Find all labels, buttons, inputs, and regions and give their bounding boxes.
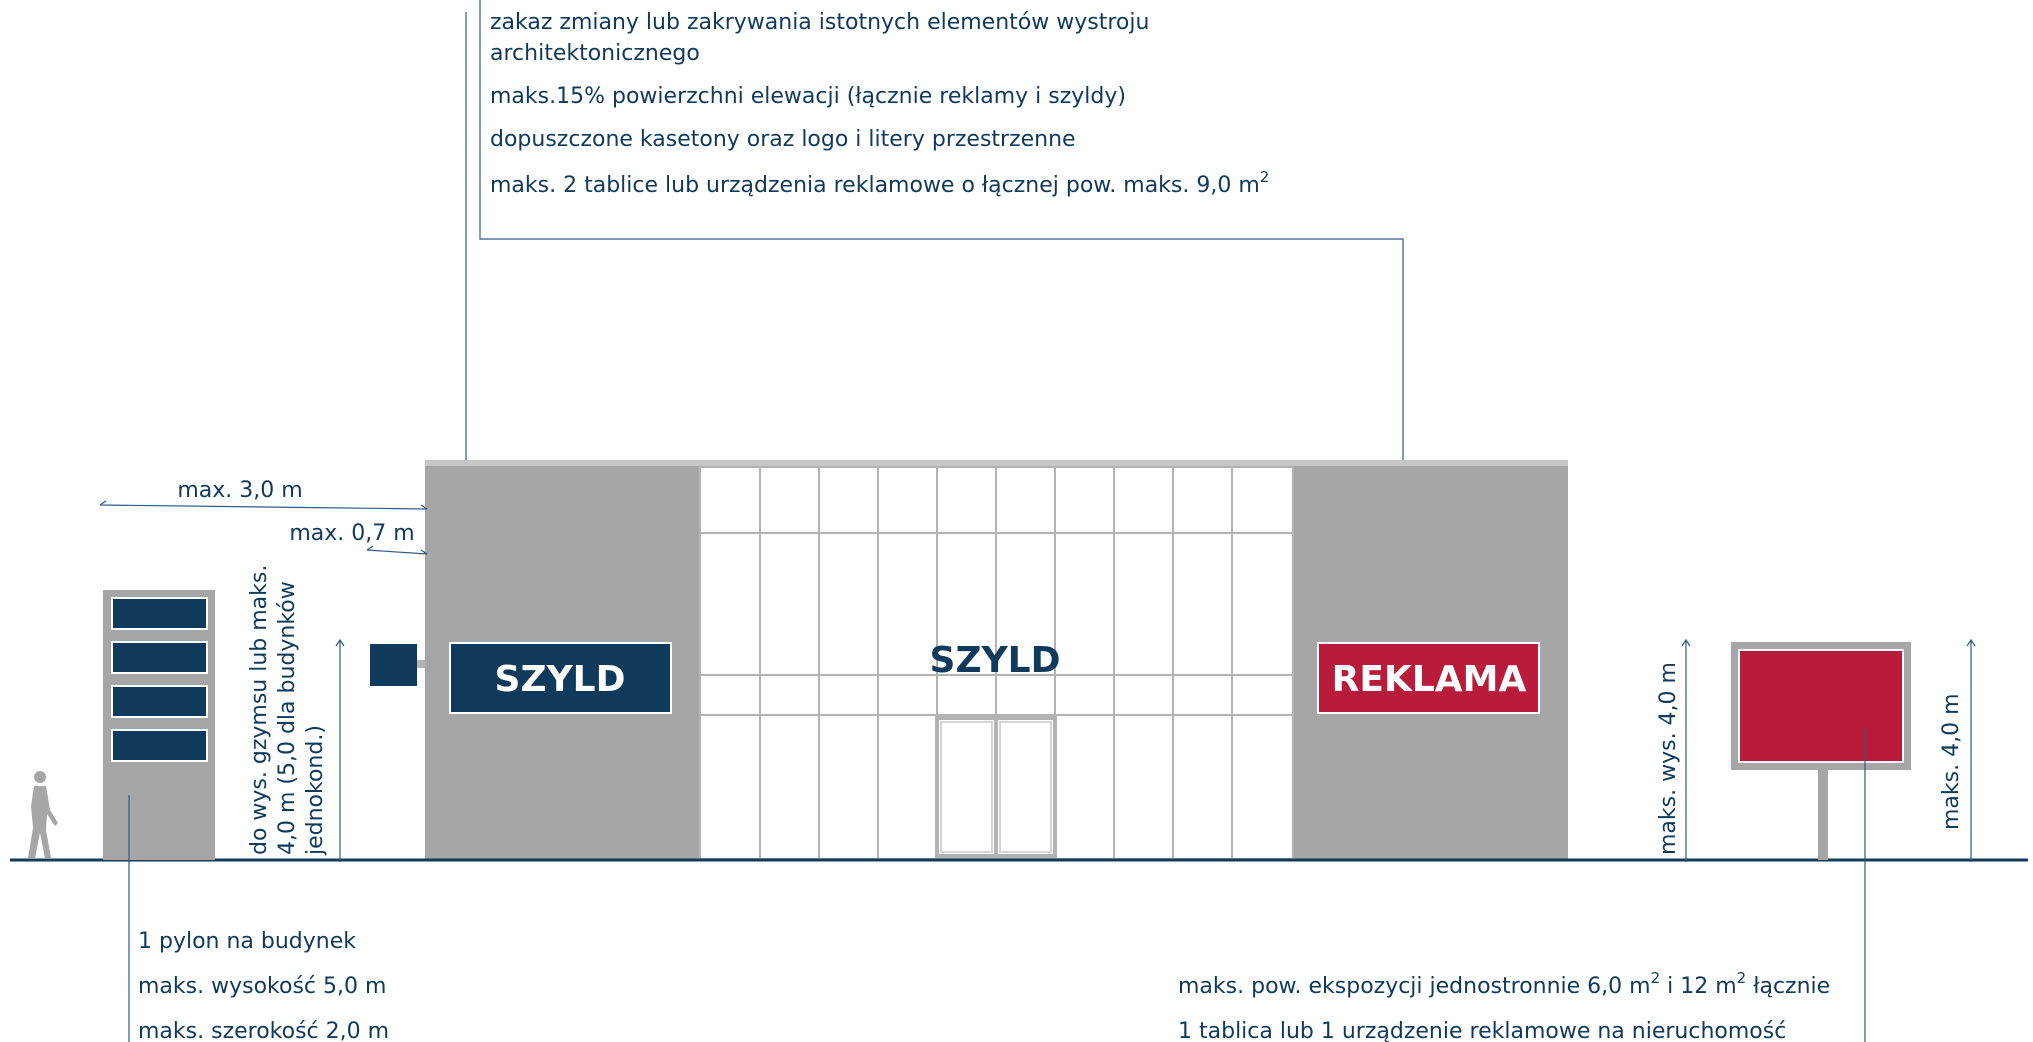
reklama-label: REKLAMA bbox=[1332, 659, 1527, 700]
board-note-1a: maks. pow. ekspozycji jednostronnie 6,0 … bbox=[1178, 974, 1651, 999]
dim-pylon-height-line bbox=[335, 638, 345, 862]
pylon-panel-2 bbox=[111, 641, 208, 674]
board-note-1: maks. pow. ekspozycji jednostronnie 6,0 … bbox=[1178, 969, 1830, 999]
top-note-4: dopuszczone kasetony oraz logo i litery … bbox=[490, 127, 1076, 152]
top-note-2: architektonicznego bbox=[490, 41, 700, 66]
szyld-center-label: SZYLD bbox=[930, 640, 1061, 681]
building-roof-line bbox=[425, 460, 1568, 466]
top-note-1: zakaz zmiany lub zakrywania istotnych el… bbox=[490, 10, 1149, 35]
board-panel bbox=[1738, 649, 1904, 763]
dim-07m-line bbox=[366, 545, 428, 555]
top-note-5-text: maks. 2 tablice lub urządzenia reklamowe… bbox=[490, 173, 1260, 198]
pylon-panel-1 bbox=[111, 597, 208, 630]
dim-3m-label: max. 3,0 m bbox=[177, 478, 302, 503]
szyld-left-label: SZYLD bbox=[495, 659, 626, 700]
dim-board-size-line bbox=[1966, 638, 1976, 862]
glass-grid bbox=[699, 466, 1294, 860]
dim-board-height-line bbox=[1681, 638, 1691, 862]
pylon-panel-3 bbox=[111, 685, 208, 718]
pylon bbox=[103, 590, 215, 860]
pylon-note-3: maks. szerokość 2,0 m bbox=[138, 1019, 389, 1042]
szyld-left-sign bbox=[449, 642, 672, 714]
dim-07m-label: max. 0,7 m bbox=[289, 521, 414, 546]
dim-pylon-height-line-1: do wys. gzymsu lub maks. bbox=[247, 565, 272, 855]
board-note-1-sup1: 2 bbox=[1651, 969, 1661, 987]
pylon-note-2: maks. wysokość 5,0 m bbox=[138, 974, 386, 999]
board-note-1c: łącznie bbox=[1746, 974, 1830, 999]
entrance-door bbox=[935, 716, 1057, 858]
reklama-sign bbox=[1317, 642, 1540, 714]
pylon-panel-4 bbox=[111, 729, 208, 762]
dim-board-size-label: maks. 4,0 m bbox=[1939, 693, 1964, 830]
top-bracket bbox=[479, 0, 1404, 645]
dim-pylon-height-line-2: 4,0 m (5,0 dla budynków bbox=[275, 581, 300, 855]
top-note-5-sup: 2 bbox=[1260, 168, 1270, 186]
board-note-1-sup2: 2 bbox=[1737, 969, 1747, 987]
top-note-3: maks.15% powierzchni elewacji (łącznie r… bbox=[490, 84, 1126, 109]
top-note-5: maks. 2 tablice lub urządzenia reklamowe… bbox=[490, 168, 1269, 198]
pedestrian-icon bbox=[28, 771, 58, 858]
pylon-note-1: 1 pylon na budynek bbox=[138, 929, 356, 954]
board-note-1b: i 12 m bbox=[1660, 974, 1737, 999]
dim-pylon-height-label: do wys. gzymsu lub maks. 4,0 m (5,0 dla … bbox=[247, 558, 328, 856]
dim-3m-line bbox=[99, 500, 428, 510]
projecting-sign bbox=[370, 644, 417, 686]
dim-pylon-height-line-3: jednokond.) bbox=[303, 725, 328, 856]
projecting-sign-bracket bbox=[417, 660, 425, 668]
board-note-2: 1 tablica lub 1 urządzenie reklamowe na … bbox=[1178, 1019, 1786, 1042]
dim-board-height-label: maks. wys. 4,0 m bbox=[1656, 662, 1681, 855]
board-post bbox=[1818, 770, 1828, 860]
